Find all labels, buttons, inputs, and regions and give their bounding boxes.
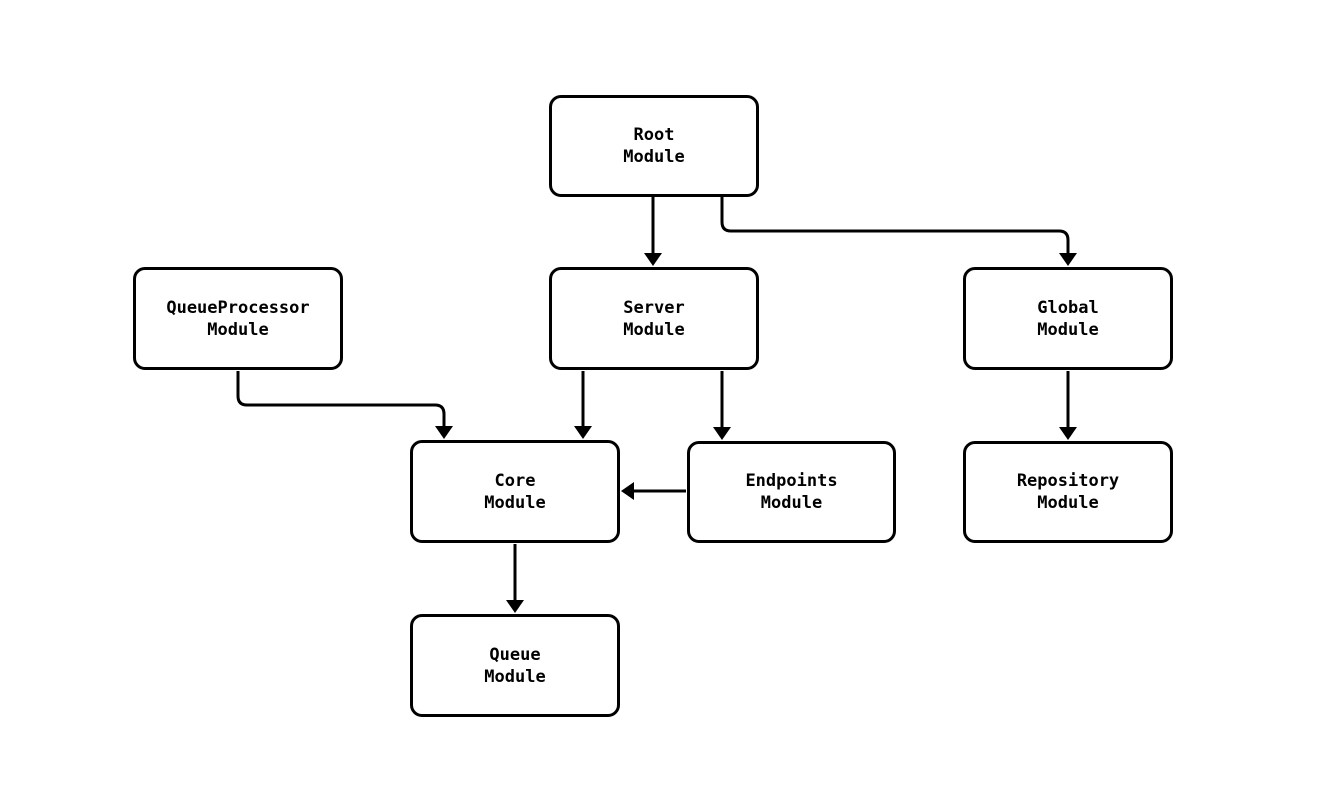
arrowhead-server-core xyxy=(574,426,592,439)
node-label-secondary: Module xyxy=(623,147,685,167)
node-label-secondary: Module xyxy=(1037,493,1099,513)
edge-root-global xyxy=(720,197,1070,254)
node-label-primary: Root xyxy=(633,125,675,145)
node-label-secondary: Module xyxy=(207,319,269,340)
arrowhead-queueprocessor-core xyxy=(435,426,453,439)
node-label-primary: Endpoints xyxy=(745,471,838,491)
edge-queueprocessor-core xyxy=(236,371,446,427)
node-label-primary: Server xyxy=(623,297,685,318)
arrowhead-root-global xyxy=(1059,253,1077,266)
node-label-secondary: Module xyxy=(1037,319,1099,340)
arrowhead-server-endpoints xyxy=(713,427,731,440)
node-label-secondary: Module xyxy=(760,493,823,513)
arrowhead-root-server xyxy=(644,253,662,266)
node-label-secondary: Module xyxy=(623,319,685,340)
node-label-primary: Global xyxy=(1037,297,1099,318)
node-label-primary: Queue xyxy=(489,644,541,665)
node-label-primary: QueueProcessor xyxy=(166,297,310,318)
node-label-secondary: Module xyxy=(484,666,546,687)
node-label-primary: Repository xyxy=(1016,471,1120,491)
node-label-primary: Core xyxy=(494,470,536,491)
arrowhead-core-queue xyxy=(506,600,524,613)
arrowhead-global-repository xyxy=(1059,427,1077,440)
arrowhead-endpoints-core xyxy=(621,482,634,500)
node-label-secondary: Module xyxy=(484,492,546,513)
